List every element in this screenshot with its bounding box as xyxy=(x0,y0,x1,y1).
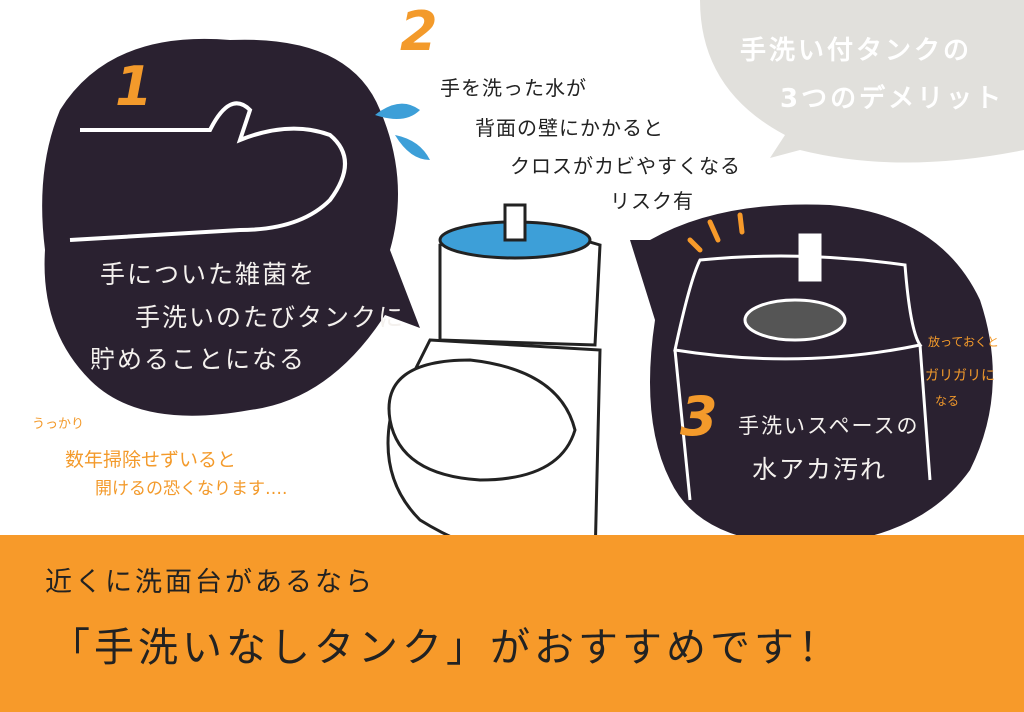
title-line-2: 3つのデメリット xyxy=(780,84,1005,114)
note-right-line: 放っておくと xyxy=(928,335,1000,349)
point-2-line: 背面の壁にかかると xyxy=(475,116,664,140)
point-3-line: 水アカ汚れ xyxy=(752,455,888,484)
point-1-line: 手洗いのたびタンクに xyxy=(135,303,406,332)
point-1-line: 貯めることになる xyxy=(90,345,307,374)
note-left-line: 開けるの恐くなります…. xyxy=(95,479,288,499)
bottom-banner xyxy=(0,535,1024,712)
hand-drawing xyxy=(69,101,347,242)
title-line-1: 手洗い付タンクの xyxy=(740,36,973,66)
point-1-number: 1 xyxy=(115,55,153,118)
note-left-line: うっかり xyxy=(32,417,85,432)
note-left-line: 数年掃除せずいると xyxy=(65,449,237,471)
banner-line-1: 近くに洗面台があるなら xyxy=(45,567,375,598)
note-right-line: なる xyxy=(935,394,960,408)
point-2-line: 手を洗った水が xyxy=(440,76,587,100)
point-2-line: クロスがカビやすくなる xyxy=(510,154,741,178)
point-3-line: 手洗いスペースの xyxy=(738,414,920,438)
tank-drawing xyxy=(673,233,932,501)
note-right-line: ガリガリに xyxy=(925,368,995,384)
point-1-line: 手についた雑菌を xyxy=(100,260,317,289)
emphasis-marks xyxy=(687,212,745,253)
point-2-line: リスク有 xyxy=(610,189,694,213)
water-drop-icon xyxy=(395,135,430,160)
point-3-number: 3 xyxy=(680,385,718,448)
banner-line-2: 「手洗いなしタンク」がおすすめです！ xyxy=(50,625,842,671)
toilet-drawing xyxy=(386,203,602,564)
blob-3 xyxy=(630,204,993,545)
water-drop-icon xyxy=(375,103,420,119)
title-bubble xyxy=(700,0,1024,163)
point-2-number: 2 xyxy=(400,0,438,63)
